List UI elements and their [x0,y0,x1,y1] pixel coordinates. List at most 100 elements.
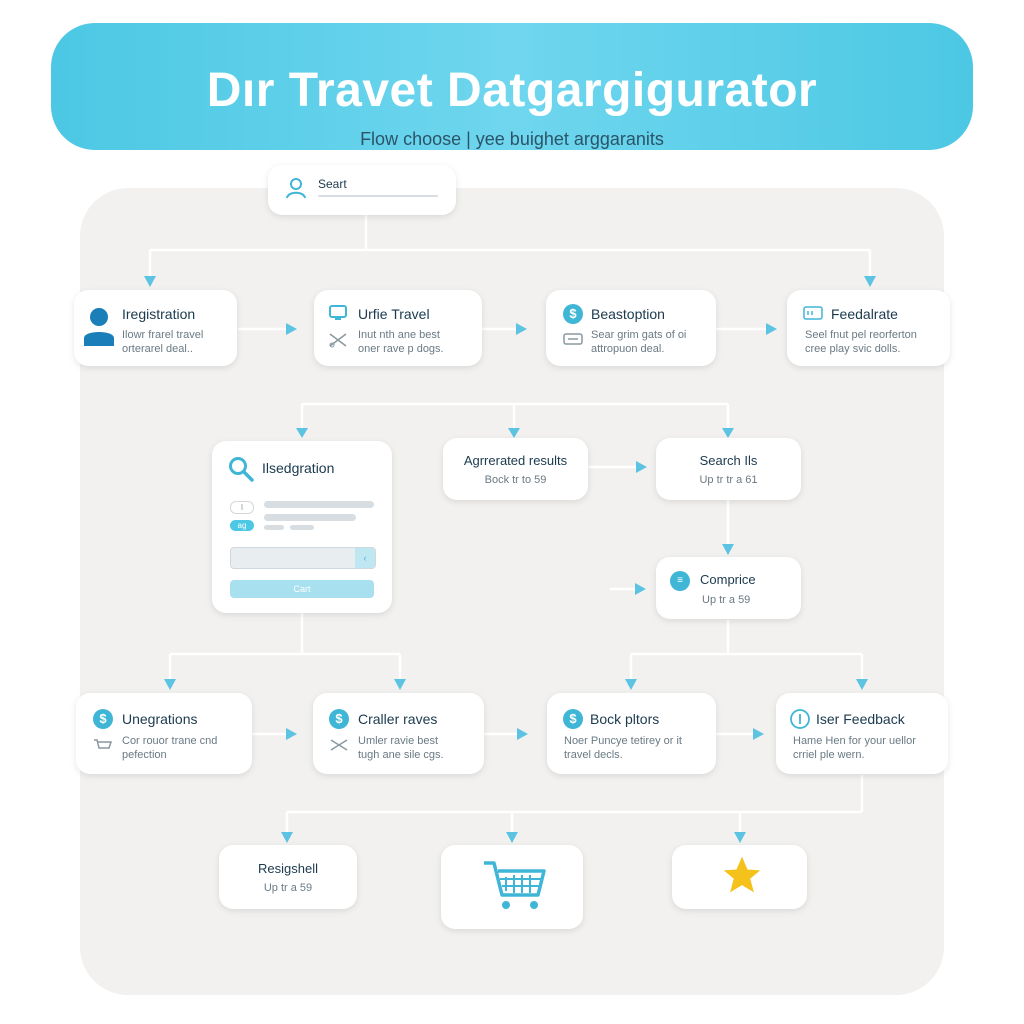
placeholder-bar [264,501,374,508]
card-title: Craller raves [358,711,438,727]
arrow-head [864,276,876,287]
small-chip-label: I [240,503,244,512]
card-desc-line: Cor rouor trane cnd [122,735,218,747]
card-desc-line: orterarel deal.. [122,343,193,355]
card-aggregated-results[interactable]: Agrrerated results Bock tr to 59 [443,438,588,500]
card-iser-feedback[interactable]: Iser Feedback Hame Hen for your uellor c… [776,693,948,774]
arrow-head [766,323,777,335]
card-title: Feedalrate [831,306,898,322]
card-title: Search Ils [699,453,758,468]
card-search-ils[interactable]: Search Ils Up tr tr a 61 [656,438,801,500]
arrow-head [722,428,734,438]
arrow-head [144,276,156,287]
connector-line [285,775,864,835]
card-desc-line: pefection [122,749,167,761]
magnifier-icon [229,457,254,482]
arrow-head [517,728,528,740]
card-urfie-travel[interactable]: Urfie Travel Inut nth ane best oner rave… [314,290,482,366]
search-panel[interactable]: Ilsedgration I ag ‹ Cart [212,441,392,613]
card-feedalrate[interactable]: Feedalrate Seel fnut pel reorferton cree… [787,290,950,366]
arrow-head [625,679,637,690]
card-title: Beastoption [591,306,665,322]
connector-line [629,620,864,682]
pill-label: ag [237,521,247,530]
dollar-icon: $ [329,709,349,729]
card-craller-raves[interactable]: $ Craller raves Umler ravie best tugh an… [313,693,484,774]
card-desc-line: Inut nth ane best [358,329,440,341]
dollar-icon: $ [563,709,583,729]
card-star[interactable] [672,845,807,909]
shopping-cart-icon [484,861,546,909]
connector-line [168,612,402,682]
monitor-icon [329,305,347,320]
top-search-label: Seart [318,177,347,191]
card-title: Resigshell [258,861,318,876]
cart-button-label: Cart [293,584,311,594]
card-title: Iser Feedback [816,711,905,727]
top-search-box[interactable]: Seart [268,165,456,215]
tag-icon [803,306,823,320]
card-resigshell[interactable]: Resigshell Up tr a 59 [219,845,357,909]
card-subtitle: Up tr a 59 [263,882,313,894]
arrow-head [636,461,647,473]
card-unegrations[interactable]: $ Unegrations Cor rouor trane cnd pefect… [76,693,252,774]
cart-icon [94,739,113,749]
scissors-icon [329,333,347,348]
card-desc-line: travel decls. [564,749,623,761]
dollar-icon: $ [93,709,113,729]
card-iregistration[interactable]: Iregistration Ilowr frarel travel ortera… [74,290,237,366]
card-title: Comprice [700,572,756,587]
page-subtitle: Flow choose | yee buighet arggaranits [360,129,664,149]
header-banner: Dır Travet Datgargigurator Flow choose |… [51,23,973,150]
placeholder-bar [264,514,356,521]
placeholder-bar [264,525,284,530]
user-icon [84,308,114,346]
user-icon [286,178,306,199]
arrow-head [164,679,176,690]
arrow-head [856,679,868,690]
small-chip: I [230,501,254,514]
card-compare-price[interactable]: ≡ Comprice Up tr a 59 [656,557,801,619]
card-subtitle: Up tr tr a 61 [699,474,758,486]
arrow-head [734,832,746,843]
card-title: Bock pltors [590,711,660,727]
card-desc-line: Umler ravie best [358,735,439,747]
card-subtitle: Bock tr to 59 [484,474,547,486]
card-desc-line: tugh ane sile cgs. [358,749,444,761]
arrow-head [286,728,297,740]
page-title: Dır Travet Datgargigurator [206,64,818,117]
star-icon [723,856,761,893]
info-icon [790,709,810,729]
card-desc-line: Ilowr frarel travel [122,329,204,341]
search-go-icon[interactable]: ‹ [355,548,375,568]
card-desc-line: Seel fnut pel reorferton [805,329,917,341]
arrow-head [508,428,520,438]
search-panel-title: Ilsedgration [262,460,335,476]
card-title: Iregistration [122,306,196,322]
arrow-head [722,544,734,555]
connector-line [148,214,872,280]
arrow-head [506,832,518,843]
card-title: Agrrerated results [463,453,568,468]
card-title: Unegrations [122,711,198,727]
cart-button[interactable]: Cart [230,580,374,598]
search-input[interactable]: ‹ [230,547,376,569]
card-desc-line: crriel ple wern. [793,749,865,761]
card-title: Urfie Travel [358,306,430,322]
card-desc-line: Noer Puncye tetirey or it [564,735,682,747]
dollar-icon: $ [563,304,583,324]
connector-line [300,402,730,430]
card-bock-pltors[interactable]: $ Bock pltors Noer Puncye tetirey or it … [547,693,716,774]
placeholder-bar [290,525,314,530]
arrow-head [296,428,308,438]
pill-icon: ag [230,520,254,531]
gauge-icon [563,333,583,345]
arrow-head [394,679,406,690]
card-shopping-cart[interactable] [441,845,583,929]
card-subtitle: Up tr a 59 [702,594,751,606]
card-desc-line: Hame Hen for your uellor [793,735,916,747]
arrow-head [286,323,297,335]
compare-icon: ≡ [670,571,690,591]
card-beastoption[interactable]: $ Beastoption Sear grim gats of oi attro… [546,290,716,366]
card-desc-line: Sear grim gats of oi [591,329,687,341]
